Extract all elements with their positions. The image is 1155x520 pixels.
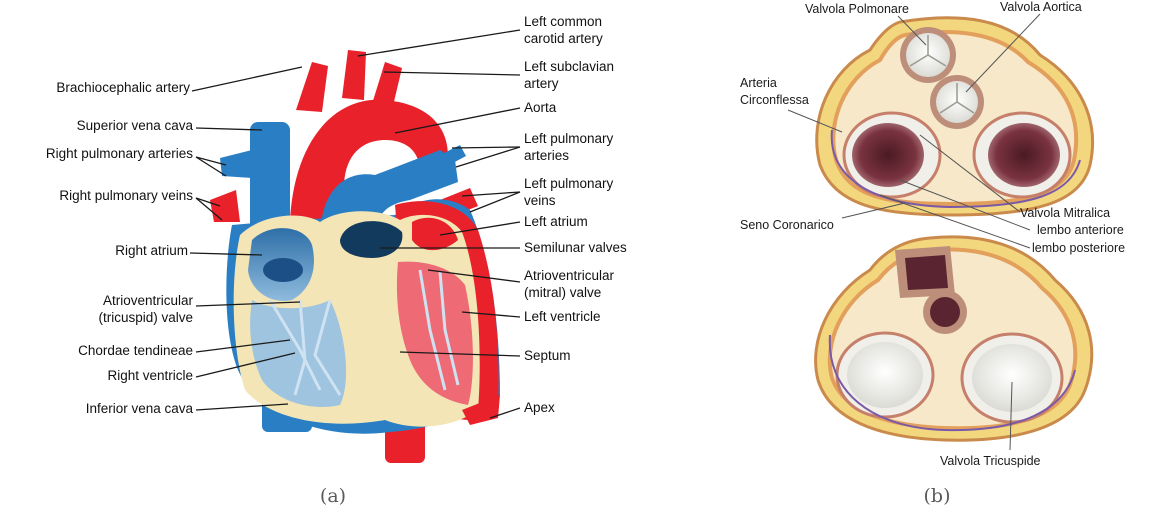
label-tricuspid-valve-line1: Atrioventricular — [103, 293, 194, 308]
label-seno-coronarico: Seno Coronarico — [740, 218, 834, 232]
right-pulmonary-arteries-shape — [220, 150, 252, 178]
label-left-pulmonary-arteries-line1: Left pulmonary — [524, 131, 614, 146]
label-right-pulmonary-veins: Right pulmonary veins — [59, 188, 193, 203]
label-valvola-polmonare: Valvola Polmonare — [805, 2, 909, 16]
caption-panel-a: (a) — [320, 485, 346, 507]
aortic-valve-open — [923, 290, 967, 334]
label-valvola-tricuspide: Valvola Tricuspide — [940, 454, 1041, 468]
label-left-common-carotid-line1: Left common — [524, 14, 602, 29]
label-left-atrium: Left atrium — [524, 214, 588, 229]
label-valvola-mitralica: Valvola Mitralica — [1020, 206, 1110, 220]
valve-plane-top — [817, 18, 1093, 215]
label-mitral-valve-line2: (mitral) valve — [524, 285, 601, 300]
label-septum: Septum — [524, 348, 571, 363]
label-right-atrium: Right atrium — [115, 243, 188, 258]
label-left-ventricle: Left ventricle — [524, 309, 601, 324]
label-chordae-tendineae: Chordae tendineae — [78, 343, 193, 358]
label-arteria-line1: Arteria — [740, 76, 777, 90]
label-right-ventricle: Right ventricle — [107, 368, 193, 383]
label-right-pulmonary-arteries: Right pulmonary arteries — [46, 146, 193, 161]
label-brachiocephalic-artery: Brachiocephalic artery — [56, 80, 190, 95]
label-left-subclavian-line1: Left subclavian — [524, 59, 614, 74]
label-apex: Apex — [524, 400, 555, 415]
left-common-carotid-shape — [342, 50, 366, 100]
brachiocephalic-artery-shape — [296, 62, 328, 112]
label-aorta: Aorta — [524, 100, 557, 115]
label-mitral-valve-line1: Atrioventricular — [524, 268, 615, 283]
mitral-valve-closed — [837, 333, 933, 417]
label-semilunar-valves: Semilunar valves — [524, 240, 627, 255]
right-pulmonary-veins-shape — [210, 190, 240, 222]
tricuspid-valve-top — [974, 113, 1070, 197]
panel-a-left-labels: Brachiocephalic artery Superior vena cav… — [46, 80, 194, 416]
label-left-common-carotid-line2: carotid artery — [524, 31, 603, 46]
label-lembo-anteriore: lembo anteriore — [1037, 223, 1124, 237]
superior-vena-cava — [250, 122, 290, 232]
label-arteria-line2: Circonflessa — [740, 93, 809, 107]
caption-panel-b: (b) — [924, 485, 951, 507]
aortic-valve — [930, 75, 984, 129]
label-left-pulmonary-veins-line1: Left pulmonary — [524, 176, 614, 191]
label-superior-vena-cava: Superior vena cava — [77, 118, 194, 133]
pulmonary-valve — [900, 27, 956, 83]
label-tricuspid-valve-line2: (tricuspid) valve — [98, 310, 193, 325]
label-valvola-aortica: Valvola Aortica — [1000, 0, 1082, 14]
valve-plane-bottom — [816, 237, 1092, 440]
tricuspid-opening — [263, 258, 303, 282]
panel-a-right-labels: Left common carotid artery Left subclavi… — [524, 14, 627, 415]
label-lembo-posteriore: lembo posteriore — [1032, 241, 1125, 255]
label-left-subclavian-line2: artery — [524, 76, 559, 91]
label-inferior-vena-cava: Inferior vena cava — [86, 401, 194, 416]
label-left-pulmonary-veins-line2: veins — [524, 193, 556, 208]
label-left-pulmonary-arteries-line2: arteries — [524, 148, 569, 163]
panel-a-heart — [210, 50, 500, 463]
